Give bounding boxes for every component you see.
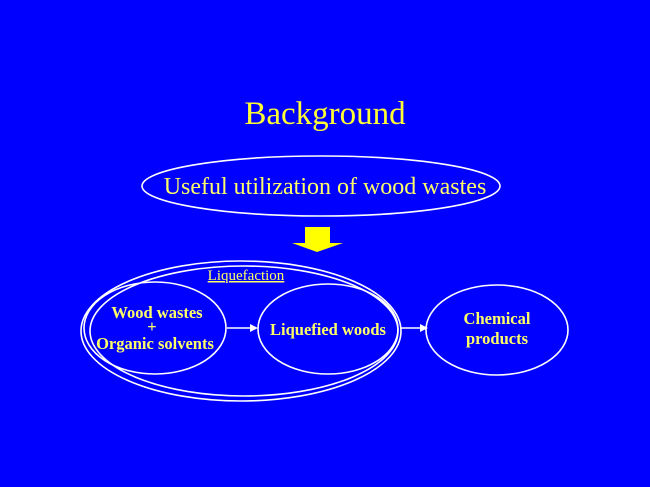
arrow-right-icon [420, 324, 428, 332]
plus-text: + [147, 317, 156, 336]
liquefaction-group-ellipse-outer [80, 260, 402, 402]
liquefied-woods-text: Liquefied woods [270, 320, 387, 339]
chemical-products-ellipse [425, 284, 569, 376]
arrow-right-icon [250, 324, 258, 332]
liquefied-woods-ellipse [257, 283, 399, 375]
organic-solvents-text: Organic solvents [96, 334, 214, 353]
products-text: products [466, 329, 529, 348]
subject-text: Useful utilization of wood wastes [164, 174, 487, 200]
slide-title: Background [244, 96, 406, 132]
wood-wastes-ellipse [83, 281, 227, 375]
down-arrow-icon [292, 227, 343, 252]
chemical-text: Chemical [464, 309, 531, 328]
liquefaction-label: Liquefaction [208, 268, 285, 284]
wood-wastes-text: Wood wastes [111, 303, 203, 322]
subject-ellipse [141, 155, 501, 217]
